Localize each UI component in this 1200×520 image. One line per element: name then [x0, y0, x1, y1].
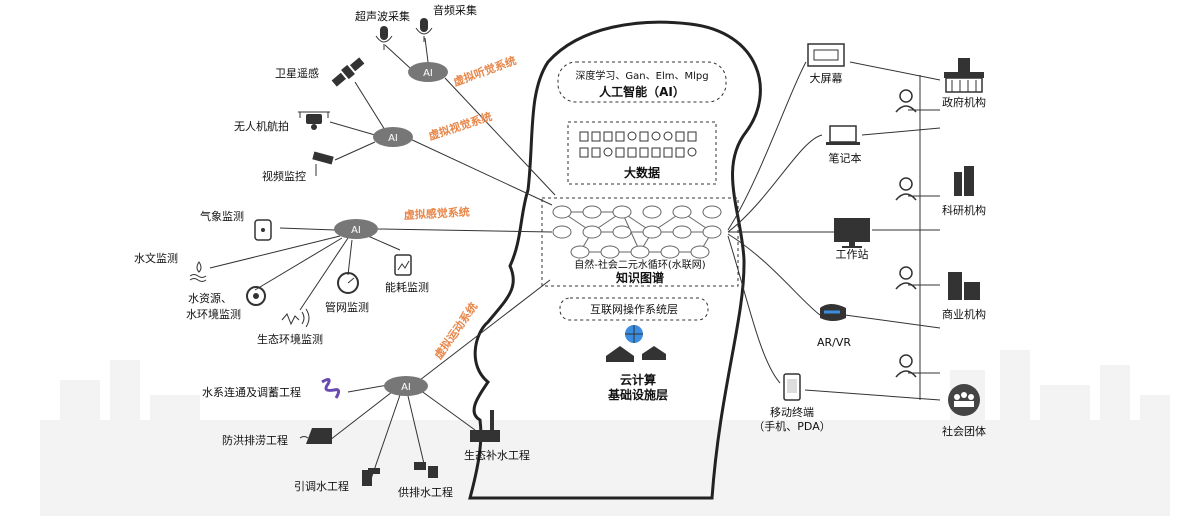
cloud-infrastructure-icon — [606, 325, 666, 362]
user-icon — [895, 89, 917, 113]
terminal-workstation-label: 工作站 — [836, 247, 869, 261]
ai-methods-text: 深度学习、Gan、Elm、Mlpg — [575, 69, 708, 82]
knowledge-graph-title: 知识图谱 — [615, 270, 664, 285]
institution-society-label: 社会团体 — [942, 424, 986, 438]
project-eco-supply-label: 生态补水工程 — [464, 448, 530, 462]
pipe-valve-icon — [414, 462, 438, 478]
project-flood-label: 防洪排涝工程 — [222, 433, 288, 447]
cloud-title-line2: 基础设施层 — [607, 387, 668, 402]
sensor-water-env-label: 水环境监测 — [186, 307, 241, 321]
microphone-icon — [375, 26, 393, 50]
left-links — [209, 37, 556, 483]
social-group-icon — [948, 384, 980, 416]
satellite-icon — [331, 57, 365, 87]
pressure-gauge-icon — [337, 272, 359, 294]
terminal-mobile-sub-label: （手机、PDA） — [753, 419, 830, 433]
terminal-bigscreen-label: 大屏幕 — [810, 71, 843, 85]
institution-research-label: 科研机构 — [942, 203, 986, 217]
bigdata-box: 大数据 — [567, 121, 717, 185]
right-links — [727, 61, 941, 401]
system-sense-label: 虚拟感觉系统 — [403, 205, 470, 222]
user-icon — [895, 354, 917, 378]
user-icon — [895, 266, 917, 290]
svg-text:AI: AI — [388, 133, 398, 144]
project-connect-label: 水系连通及调蓄工程 — [202, 386, 301, 399]
project-diversion-label: 引调水工程 — [294, 479, 349, 493]
mobile-phone-icon — [783, 373, 801, 401]
svg-text:AI: AI — [351, 225, 361, 236]
project-supply-label: 供排水工程 — [398, 485, 453, 499]
ai-title: 人工智能（AI） — [599, 84, 685, 99]
svg-text:AI: AI — [423, 68, 433, 79]
sensor-water-resource-label: 水资源、 — [188, 291, 232, 305]
research-building-icon — [954, 166, 974, 196]
terminal-mobile-label: 移动终端 — [770, 405, 814, 419]
bigdata-title: 大数据 — [624, 165, 660, 180]
monitor-icon — [834, 218, 870, 248]
ai-node-motion: AI — [384, 376, 428, 396]
vr-headset-icon — [820, 304, 846, 321]
flood-dam-icon — [299, 428, 332, 444]
skyline-background — [40, 350, 1170, 516]
system-vision-label: 虚拟视觉系统 — [427, 109, 494, 143]
water-quality-meter-icon — [246, 286, 266, 306]
microphone-icon — [415, 18, 433, 42]
ai-node-hearing: AI — [408, 62, 448, 82]
iot-layer-label: 互联网操作系统层 — [590, 302, 678, 316]
commercial-building-icon — [948, 272, 980, 300]
water-level-icon — [189, 261, 207, 282]
eco-water-gauge-icon — [470, 410, 500, 442]
terminal-laptop-label: 笔记本 — [829, 151, 862, 165]
sensor-ultrasonic-label: 超声波采集 — [355, 9, 410, 23]
ai-node-sense: AI — [334, 219, 378, 239]
institution-gov-label: 政府机构 — [942, 95, 986, 109]
terminal-arvr-label: AR/VR — [817, 336, 851, 349]
drone-icon — [298, 111, 330, 130]
knowledge-graph-box: 自然-社会二元水循环(水联网) 知识图谱 — [541, 197, 739, 287]
weather-sensor-icon — [254, 219, 272, 241]
eco-signal-icon — [281, 308, 310, 328]
sensor-video-label: 视频监控 — [262, 169, 306, 183]
ai-node-vision: AI — [373, 127, 413, 147]
ai-box: 深度学习、Gan、Elm、Mlpg 人工智能（AI） — [557, 61, 727, 103]
sensor-pipe-label: 管网监测 — [325, 300, 369, 314]
water-tap-icon — [362, 468, 380, 486]
sensor-eco-env-label: 生态环境监测 — [257, 332, 323, 346]
cctv-camera-icon — [312, 151, 334, 176]
user-icon — [895, 177, 917, 201]
big-screen-icon — [807, 43, 845, 67]
sensor-energy-label: 能耗监测 — [385, 280, 429, 294]
data-glyph-icons — [579, 131, 697, 158]
energy-meter-icon — [394, 254, 412, 276]
river-connect-icon — [321, 377, 341, 399]
cloud-title-line1: 云计算 — [620, 372, 656, 387]
svg-text:AI: AI — [401, 382, 411, 393]
sensor-drone-label: 无人机航拍 — [234, 119, 289, 133]
institution-business-label: 商业机构 — [942, 307, 986, 321]
sensor-weather-label: 气象监测 — [200, 209, 244, 223]
iot-layer-box: 互联网操作系统层 — [559, 297, 709, 321]
laptop-icon — [826, 125, 860, 145]
sensor-audio-label: 音频采集 — [433, 3, 477, 17]
sensor-hydrology-label: 水文监测 — [134, 251, 178, 265]
neural-network-graph — [552, 205, 722, 259]
head-silhouette — [468, 20, 762, 500]
system-hearing-label: 虚拟听觉系统 — [451, 53, 518, 89]
sensor-satellite-label: 卫星遥感 — [275, 67, 319, 80]
government-building-icon — [944, 58, 984, 93]
knowledge-graph-subtitle: 自然-社会二元水循环(水联网) — [574, 258, 706, 271]
